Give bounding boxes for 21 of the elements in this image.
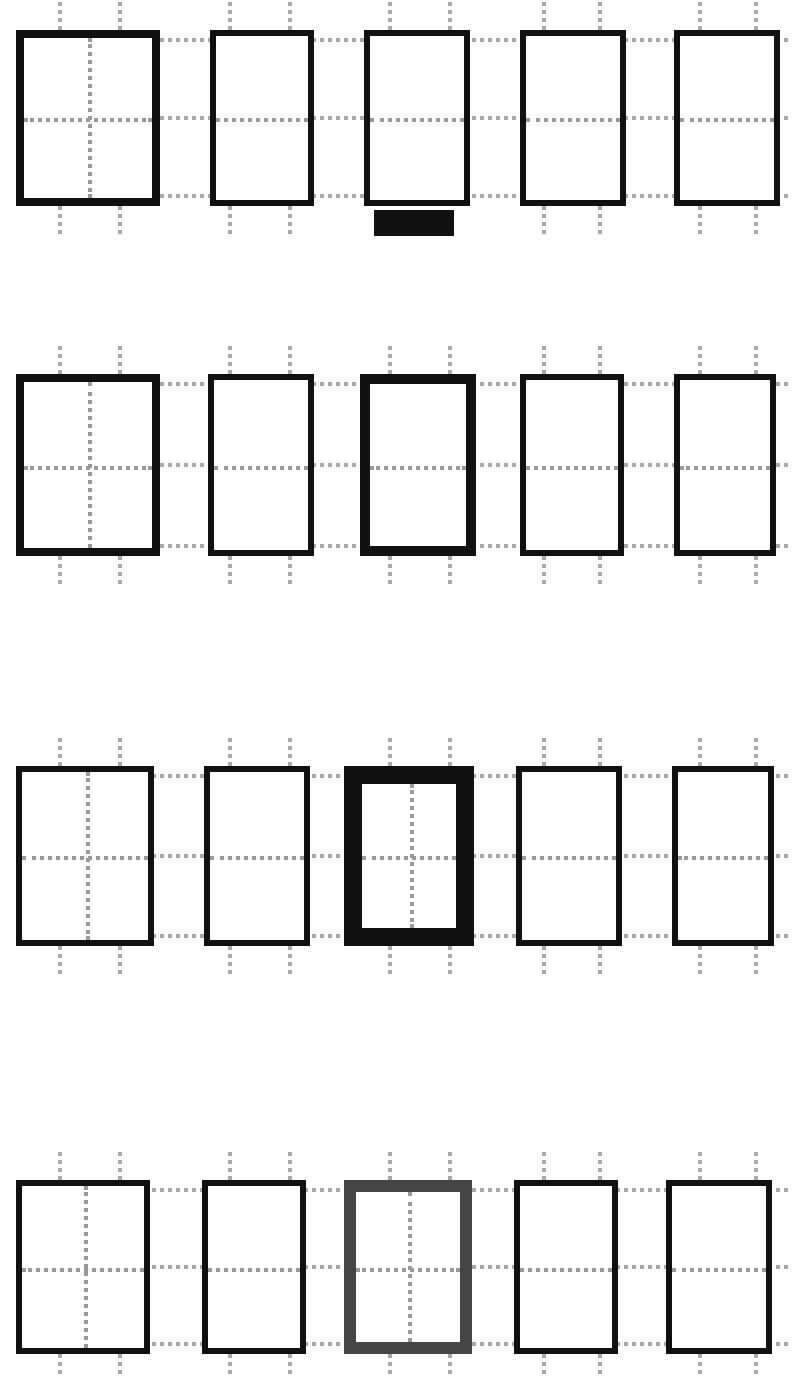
frame-box (674, 374, 776, 556)
frame-box (672, 766, 774, 946)
frame-box (344, 1180, 472, 1354)
frame-box (204, 766, 310, 946)
frame-box (210, 30, 314, 206)
frame-box (674, 30, 780, 206)
frame-box (516, 766, 622, 946)
filled-bar (374, 210, 454, 236)
frame-box (16, 30, 160, 206)
frame-box (666, 1180, 772, 1354)
frame-box (202, 1180, 306, 1354)
frame-box (520, 374, 624, 556)
frame-box (364, 30, 470, 206)
frame-box (360, 374, 476, 556)
frame-box (16, 374, 160, 556)
frame-box (344, 766, 474, 946)
frame-box (16, 1180, 150, 1354)
frame-box (16, 766, 154, 946)
frame-box (514, 1180, 618, 1354)
frame-box (520, 30, 626, 206)
frame-box (208, 374, 314, 556)
